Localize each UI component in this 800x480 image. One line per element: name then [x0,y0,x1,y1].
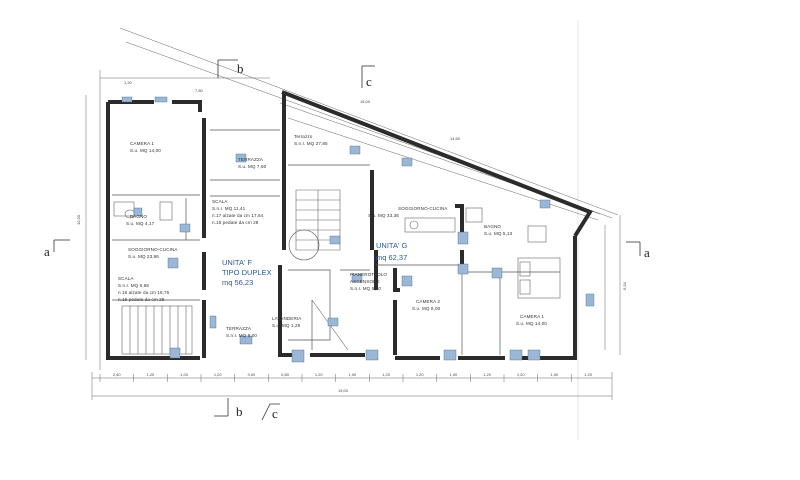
room-scala-mid-note2: n.16 pedate da cm 28 [212,220,259,225]
room-lavanderia-area: S.u. MQ 1,29 [272,323,301,328]
dim-bottom-12: 1,20 [517,372,526,377]
section-marker-b-top: b [217,59,244,78]
dim-top-right: 14,50 [450,136,461,141]
room-terrazza-top-name: TERRAZZA [238,157,264,162]
dim-bottom-6: 1,20 [315,372,324,377]
section-label-b-top: b [237,61,244,76]
dim-top-b: 7,80 [195,88,204,93]
dim-bottom-8: 1,20 [382,372,391,377]
stairs-left [121,305,193,355]
section-marker-b-bottom: b [214,398,243,419]
unit-f-name: UNITA' F [222,258,252,267]
section-label-a-right: a [644,245,650,260]
section-marker-a-right: a [626,241,650,260]
room-camera1-right-area: S.u. MQ 14,00 [516,321,547,326]
dim-bottom-7: 1,00 [349,372,358,377]
dim-total-bottom: 15,00 [338,388,349,393]
dim-top-total: 15,00 [360,99,371,104]
room-camera2-name: CAMERA 2 [416,299,440,304]
room-lavanderia-name: LAVANDERIA [272,316,302,321]
dim-bottom-4: 3,00 [248,372,257,377]
room-camera1-right-name: CAMERA 1 [520,314,544,319]
section-marker-c-top: c [361,65,375,89]
room-camera1-left-area: S.u. MQ 14,00 [130,148,161,153]
room-bagno-left-area: S.u. MQ 4,17 [126,221,155,226]
room-terrazzo-right-name: Terrazzo [294,134,313,139]
dim-left-vertical: 10,30 [76,214,81,225]
room-scala-low-name: SCALA [118,276,134,281]
dim-top-left: 1,20 [124,80,133,85]
room-scala-mid-area: S.n.r. MQ 11,41 [212,206,246,211]
dim-bottom-0: 2,40 [113,372,122,377]
room-bagno-left-name: BAGNO [130,214,147,219]
middle-core-walls [278,92,378,357]
unit-g-name: UNITA' G [376,241,407,250]
kitchen-counter-right [404,217,456,233]
room-soggiorno-left-area: S.u. MQ 23,86 [128,254,159,259]
section-label-a-left: a [44,244,50,259]
dim-bottom-2: 1,00 [180,372,189,377]
bottom-dimension-labels: 2,40 1,20 1,00 1,20 3,00 0,80 1,20 1,00 1,20 1,20… [99,372,593,382]
bathroom-fixtures-right [465,207,547,243]
section-marker-c-bottom: c [261,403,280,421]
room-terrazza-low-area: S.n.r. MQ 8,00 [226,333,257,338]
room-bagno-right-area: S.u. MQ 5,13 [484,231,513,236]
dim-bottom-14: 1,20 [584,372,593,377]
room-scala-mid-name: SCALA [212,199,228,204]
unit-f-type: TIPO DUPLEX [222,268,272,277]
windows [121,96,595,363]
room-scala-low-note1: n.16 alzate da cm 18,75 [118,290,170,295]
room-camera2-area: S.u. MQ 9,00 [412,306,441,311]
dim-bottom-9: 1,20 [416,372,425,377]
dim-bottom-11: 1,20 [483,372,492,377]
dim-bottom-10: 1,00 [450,372,459,377]
room-scala-low-note2: n.15 pedate da cm 28 [118,297,165,302]
bottom-dimension-chain [91,372,613,400]
dim-bottom-3: 1,20 [214,372,223,377]
room-pianerottolo-name: PIANEROTTOLO [350,272,387,277]
room-soggiorno-right-name: SOGGIORNO-CUCINA [398,206,448,211]
room-scala-mid-note1: n.17 alzate da cm 17,64 [212,213,264,218]
bed-camera1-right [517,257,561,299]
section-label-b-bottom: b [236,404,243,419]
stairs-middle [288,189,341,261]
dim-right-vertical: 5,54 [622,281,627,290]
room-pianerottolo-name2: ASCENSORE [350,279,380,284]
dim-bottom-1: 1,20 [147,372,156,377]
room-scala-low-area: S.n.r. MQ 6,68 [118,283,149,288]
room-terrazza-top-area: S.u. MQ 7,60 [238,164,267,169]
section-label-c-top: c [366,74,372,89]
room-bagno-right-name: BAGNO [484,224,501,229]
room-terrazzo-right-area: S.n.r. MQ 27,85 [294,141,328,146]
unit-f-area: mq 56,23 [222,278,253,287]
room-terrazza-low-name: TERRAZZA [226,326,252,331]
room-camera1-left-name: CAMERA 1 [130,141,154,146]
top-dimension-lines [85,27,621,370]
room-soggiorno-right-area: S.u. MQ 33,36 [368,213,399,218]
unit-g-area: mq 62,37 [376,253,407,262]
room-soggiorno-left-name: SOGGIORNO-CUCINA [128,247,178,252]
unit-f-walls [106,100,280,360]
section-label-c-bottom: c [272,406,278,421]
dim-bottom-13: 1,00 [551,372,560,377]
dim-bottom-5: 0,80 [281,372,290,377]
section-marker-a-left: a [44,239,70,259]
room-pianerottolo-area: S.n.r. MQ 5,60 [350,286,381,291]
